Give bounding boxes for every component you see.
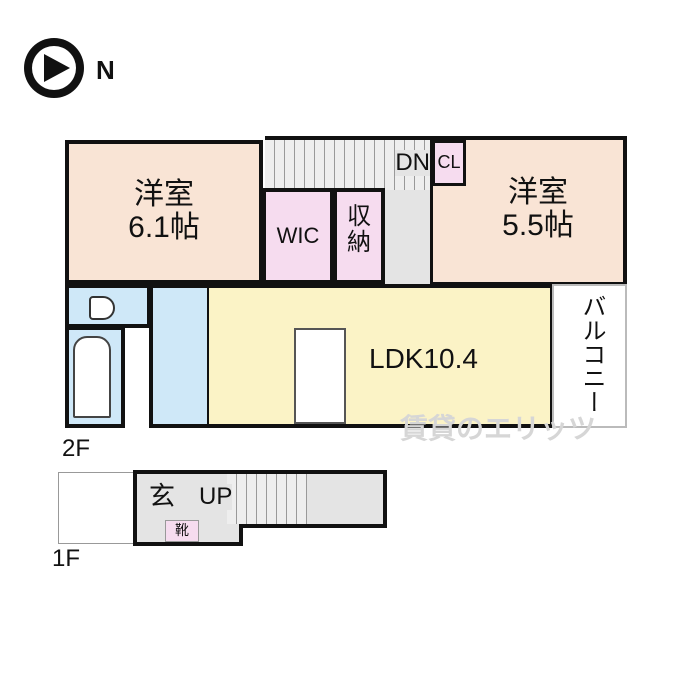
compass-north-label: N [96,55,115,85]
shoe-storage: 靴 [165,520,199,542]
floor1-plan: 玄 UP [133,470,387,528]
hallway [383,190,431,286]
western-room-1: 洋室 6.1帖 [65,140,263,284]
room-size: 6.1帖 [128,211,200,244]
bathtub-icon [73,336,111,418]
storage: 収納 [333,188,385,284]
balcony: バルコニー [552,284,627,428]
floor2-label: 2F [62,435,91,462]
entrance-label: 玄 [149,481,176,511]
stairs-up-label: UP [199,483,233,511]
room-name: 洋室 [134,178,194,211]
ldk-label: LDK10.4 [369,343,478,374]
stairs-down: DN [265,136,432,192]
stairs-up [227,474,307,524]
washroom [149,284,211,428]
room-name: 洋室 [508,176,568,209]
floor1-label: 1F [52,545,81,572]
bathroom [65,326,125,428]
toilet [65,284,151,328]
floor1-porch [58,472,136,544]
toilet-icon [89,296,115,320]
floor2-plan: 洋室 6.1帖 DN WIC 収納 洋室 5.5帖 CL LDK10.4 [63,136,629,428]
closet: CL [432,140,466,186]
stairs-label: DN [395,149,430,177]
room-size: 5.5帖 [502,209,574,242]
ldk: LDK10.4 [209,284,554,428]
compass [24,38,84,98]
watermark: 賃貸のエリッツ [400,413,597,444]
walk-in-closet: WIC [262,188,334,284]
kitchen-counter [294,328,346,424]
